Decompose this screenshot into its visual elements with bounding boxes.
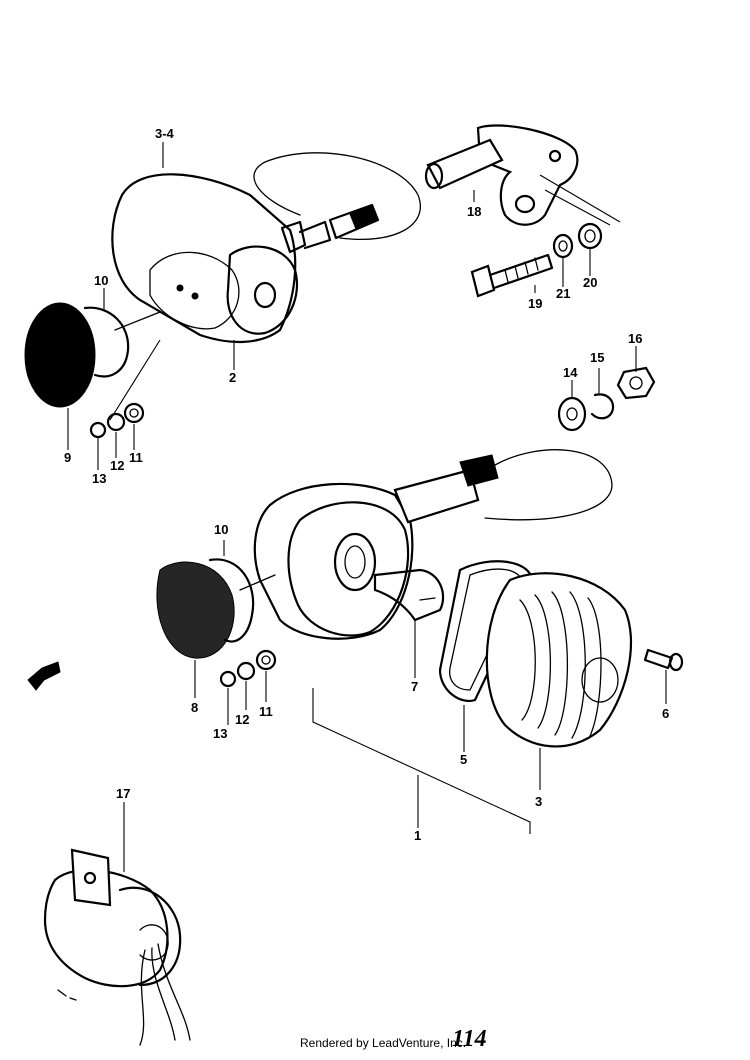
- callout-11-lower: 11: [259, 704, 273, 719]
- callout-15: 15: [590, 350, 604, 365]
- direction-arrow-icon: [27, 661, 61, 691]
- callout-5: 5: [460, 752, 467, 767]
- nut-washer-group: [557, 366, 656, 432]
- callout-2: 2: [229, 370, 236, 385]
- callout-9: 9: [64, 450, 71, 465]
- callout-18: 18: [467, 204, 481, 219]
- callout-10-upper: 10: [94, 273, 108, 288]
- callout-19: 19: [528, 296, 542, 311]
- callout-20: 20: [583, 275, 597, 290]
- callout-3-4: 3-4: [155, 126, 175, 141]
- callout-13-lower: 13: [213, 726, 227, 741]
- callout-3: 3: [535, 794, 542, 809]
- callout-6: 6: [662, 706, 669, 721]
- leader-lines: [67, 142, 667, 872]
- page-number: 114: [452, 1026, 487, 1052]
- upper-turn-signal-assembly: [24, 152, 421, 439]
- footer-credit: Rendered by LeadVenture, Inc.: [300, 1036, 467, 1050]
- mounting-bracket-group: [424, 124, 621, 298]
- callout-10-lower: 10: [214, 522, 228, 537]
- callout-13-upper: 13: [92, 471, 106, 486]
- callout-21: 21: [556, 286, 570, 301]
- callout-11-upper: 11: [129, 450, 143, 465]
- callout-16: 16: [628, 331, 642, 346]
- callout-7: 7: [411, 679, 418, 694]
- callout-17: 17: [116, 786, 130, 801]
- callout-numbers: 3-4 18 19 21 20 10 2 9 13 12 11 14 15 16…: [64, 126, 669, 843]
- callout-12-upper: 12: [110, 458, 124, 473]
- callout-1: 1: [414, 828, 421, 843]
- flasher-relay: [43, 848, 191, 1046]
- callout-8: 8: [191, 700, 198, 715]
- callout-14: 14: [563, 365, 578, 380]
- lower-turn-signal-assembly: [156, 449, 684, 834]
- callout-12-lower: 12: [235, 712, 249, 727]
